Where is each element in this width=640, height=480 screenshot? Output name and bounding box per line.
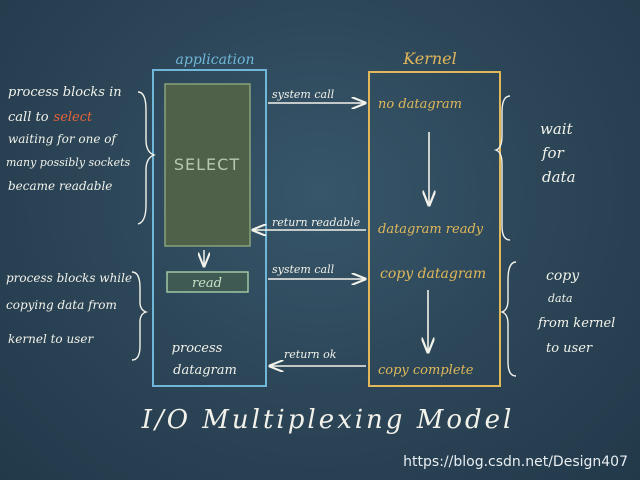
kernel-copy-datagram: copy datagram bbox=[380, 266, 486, 282]
read-box bbox=[166, 271, 249, 293]
return-readable-label: return readable bbox=[272, 216, 361, 229]
watermark-url: https://blog.csdn.net/Design407 bbox=[403, 454, 628, 470]
process-text-line1: process bbox=[172, 341, 223, 356]
note-left-bottom-2: copying data from bbox=[6, 298, 117, 312]
right-bottom-brace bbox=[499, 261, 517, 377]
left-top-brace bbox=[137, 91, 156, 225]
return-ok-label: return ok bbox=[284, 348, 337, 361]
note-right-top-1: wait bbox=[540, 120, 574, 138]
note-right-top-3: data bbox=[542, 168, 576, 186]
note-right-bottom-4: to user bbox=[546, 341, 593, 356]
note-left-top-1: process blocks in bbox=[8, 85, 122, 100]
system-call-1-label: system call bbox=[272, 88, 335, 101]
read-box-label: read bbox=[192, 276, 222, 291]
select-box bbox=[164, 83, 251, 247]
note-right-bottom-1: copy bbox=[546, 268, 580, 284]
system-call-2-label: system call bbox=[272, 263, 335, 276]
note-right-top-2: for bbox=[541, 144, 565, 162]
kernel-label: Kernel bbox=[402, 49, 457, 68]
select-box-label: SELECT bbox=[174, 155, 240, 174]
note-left-top-3: waiting for one of bbox=[8, 132, 118, 146]
note-left-top-2a: call to bbox=[8, 110, 49, 125]
diagram-title: I/O Multiplexing Model bbox=[141, 405, 515, 435]
process-text-line2: datagram bbox=[173, 363, 237, 378]
note-left-bottom-1: process blocks while bbox=[6, 271, 132, 285]
left-bottom-brace bbox=[131, 271, 149, 361]
kernel-copy-complete: copy complete bbox=[378, 363, 474, 378]
application-label: application bbox=[176, 52, 255, 68]
note-right-bottom-3: from kernel bbox=[537, 316, 615, 331]
note-left-top-4: many possibly sockets bbox=[6, 156, 131, 169]
right-top-brace bbox=[493, 95, 511, 241]
note-left-select: select bbox=[54, 110, 93, 125]
kernel-no-datagram: no datagram bbox=[378, 97, 462, 112]
note-left-top-2: call to select bbox=[8, 110, 93, 125]
note-right-bottom-2: data bbox=[548, 292, 573, 305]
note-left-top-5: became readable bbox=[8, 179, 112, 193]
note-left-bottom-3: kernel to user bbox=[8, 332, 94, 346]
kernel-datagram-ready: datagram ready bbox=[378, 222, 484, 237]
kernel-box bbox=[368, 71, 501, 387]
